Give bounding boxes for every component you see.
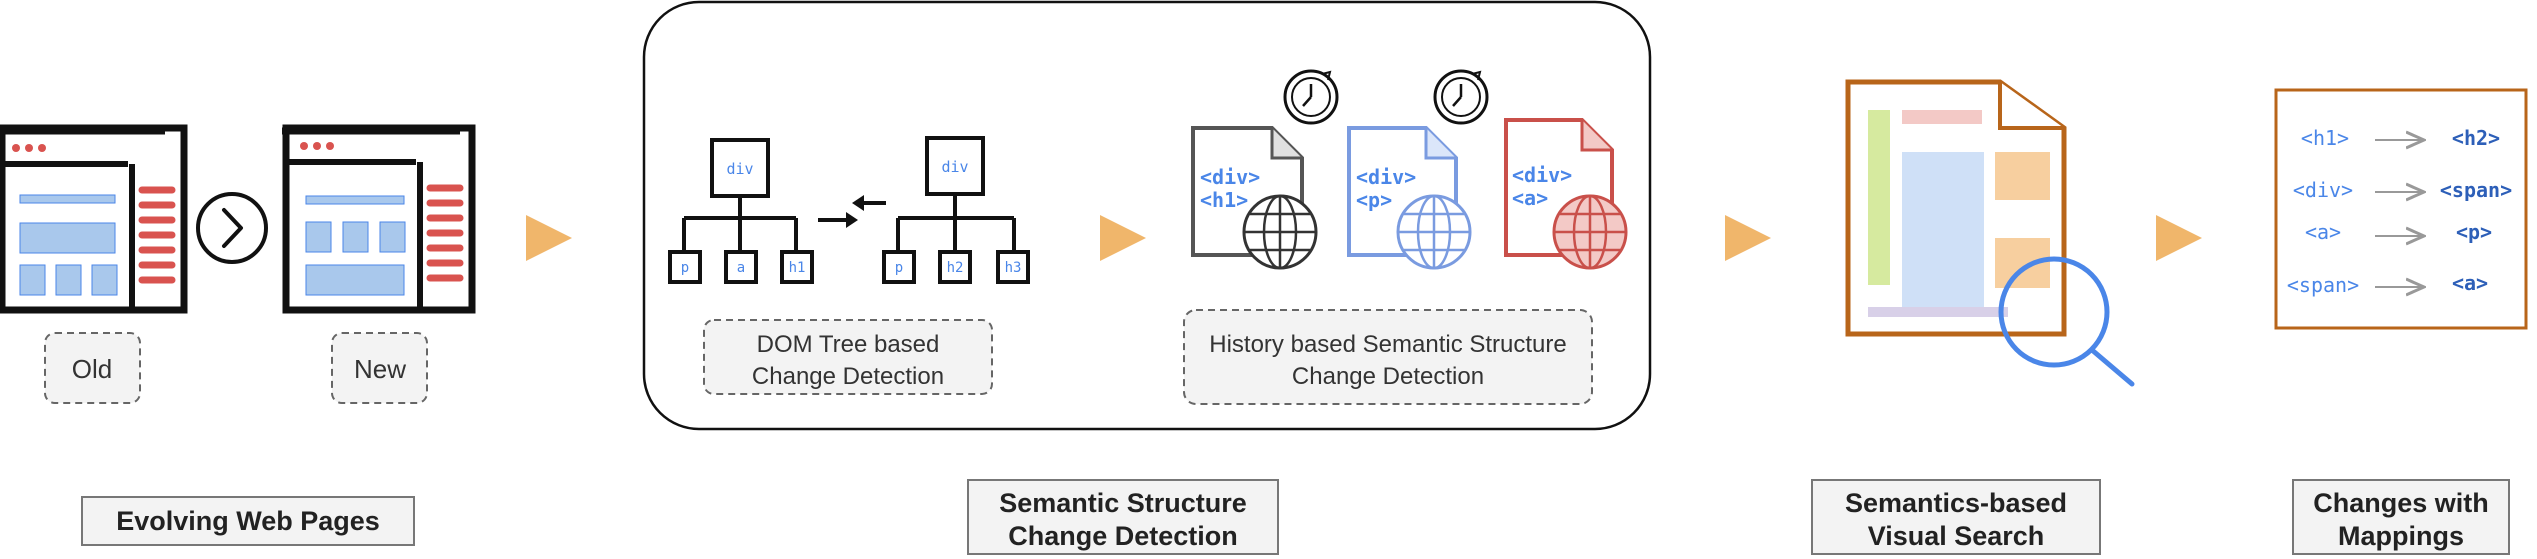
svg-text:Changes with: Changes with <box>2313 488 2489 518</box>
svg-text:Change Detection: Change Detection <box>1008 521 1238 551</box>
history-label-box: History based Semantic Structure Change … <box>1183 309 1593 405</box>
old-page-icon <box>0 124 188 314</box>
tree-new-child-1: p <box>895 260 903 276</box>
doc-blue-tag-2: <p> <box>1356 188 1392 212</box>
doc-red-tag-1: <div> <box>1512 163 1572 187</box>
mapping-to: <a> <box>2452 271 2488 295</box>
clock-icon-1 <box>1283 69 1339 125</box>
old-label: Old <box>72 354 112 384</box>
clock-icon-2 <box>1433 69 1489 125</box>
svg-text:Change Detection: Change Detection <box>1292 363 1484 390</box>
tree-new-child-3: h3 <box>1005 260 1022 276</box>
mapping-row-4: <span> <a> <box>2287 271 2488 297</box>
mappings-panel <box>2274 88 2528 330</box>
mapping-from: <a> <box>2305 220 2341 244</box>
new-label-box: New <box>331 332 428 404</box>
mapping-row-2: <div> <span> <box>2293 178 2512 202</box>
new-label: New <box>354 354 406 384</box>
svg-text:DOM Tree based: DOM Tree based <box>757 331 940 358</box>
svg-text:History based Semantic Structu: History based Semantic Structure <box>1209 331 1566 358</box>
mapping-to: <span> <box>2440 178 2512 202</box>
new-page-icon <box>282 124 476 314</box>
history-doc-red <box>1504 118 1628 270</box>
doc-gray-tag-2: <h1> <box>1200 188 1248 212</box>
svg-text:Change Detection: Change Detection <box>752 363 944 390</box>
mapping-from: <h1> <box>2301 126 2349 150</box>
dom-tree-old <box>668 138 814 284</box>
history-doc-blue <box>1347 126 1472 270</box>
compare-arrows-icon <box>818 195 886 228</box>
tree-old-child-1: p <box>681 260 689 276</box>
doc-blue-tag-1: <div> <box>1356 165 1416 189</box>
old-label-box: Old <box>44 332 141 404</box>
mapping-from: <span> <box>2287 273 2359 297</box>
tree-old-root: div <box>726 160 753 178</box>
stage4-caption: Changes with Mappings <box>2292 479 2510 555</box>
stage1-caption: Evolving Web Pages <box>81 496 415 546</box>
dom-label-box: DOM Tree based Change Detection <box>703 319 993 395</box>
svg-text:Semantics-based: Semantics-based <box>1845 488 2067 518</box>
doc-gray-tag-1: <div> <box>1200 165 1260 189</box>
flow-arrow-3 <box>2156 215 2202 261</box>
mapping-row-3: <a> <p> <box>2305 220 2492 244</box>
svg-text:Visual Search: Visual Search <box>1868 521 2045 551</box>
next-chevron-icon <box>196 192 268 264</box>
svg-text:Mappings: Mappings <box>2338 521 2464 551</box>
visual-search-icon <box>1845 79 2135 387</box>
tree-old-child-2: a <box>737 260 745 276</box>
mapping-to: <p> <box>2456 220 2492 244</box>
tree-new-child-2: h2 <box>947 260 964 276</box>
history-doc-gray <box>1191 126 1318 270</box>
stage3-caption: Semantics-based Visual Search <box>1811 479 2101 555</box>
tree-old-child-3: h1 <box>789 260 806 276</box>
svg-text:Semantic Structure: Semantic Structure <box>999 488 1247 518</box>
flow-arrow-inner <box>1100 215 1146 261</box>
mapping-row-1: <h1> <h2> <box>2301 126 2500 150</box>
flow-arrow-1 <box>526 215 572 261</box>
dom-tree-new <box>882 136 1030 284</box>
svg-text:Evolving Web Pages: Evolving Web Pages <box>116 506 380 536</box>
mapping-to: <h2> <box>2452 126 2500 150</box>
tree-new-root: div <box>941 158 968 176</box>
doc-red-tag-2: <a> <box>1512 186 1548 210</box>
flow-arrow-2 <box>1725 215 1771 261</box>
mapping-from: <div> <box>2293 178 2353 202</box>
stage2-caption: Semantic Structure Change Detection <box>967 479 1279 555</box>
